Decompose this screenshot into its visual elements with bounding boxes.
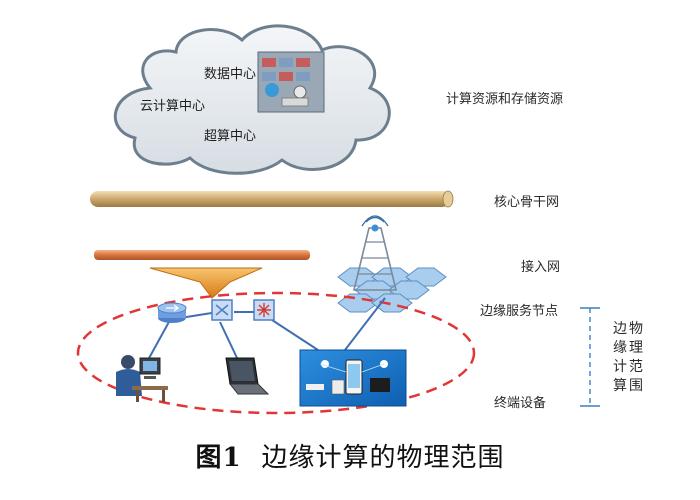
scope-char: 缘 [613, 340, 627, 356]
switch-icon [211, 299, 233, 321]
access-network-bar [94, 250, 310, 260]
terminal-device-label: 终端设备 [494, 396, 547, 411]
data-center-building-icon [257, 51, 325, 113]
scope-char: 范 [629, 359, 643, 375]
edge-physical-scope-label: 边 缘 计 算 [612, 320, 628, 396]
edge-scope-ellipse [76, 291, 476, 415]
access-tower-icon [337, 215, 447, 313]
access-network-label: 接入网 [521, 260, 561, 275]
user-computer-icon [116, 355, 168, 402]
laptop-icon [225, 357, 270, 395]
funnel-arrow [149, 267, 263, 299]
edge-service-node-label: 边缘服务节点 [480, 304, 559, 319]
scope-char: 算 [613, 378, 627, 394]
terminal-devices-panel [299, 349, 407, 407]
scope-bracket [580, 307, 600, 407]
supercomputing-center-label: 超算中心 [204, 129, 257, 144]
compute-storage-label: 计算资源和存储资源 [446, 92, 564, 107]
connection-lines [147, 297, 386, 361]
scope-char: 围 [629, 378, 643, 394]
scope-char: 边 [613, 321, 627, 337]
figure-title: 边缘计算的物理范围 [261, 443, 505, 473]
cloud-computing-center-label: 云计算中心 [140, 99, 206, 114]
scope-char: 理 [629, 340, 643, 356]
router-icon [157, 302, 187, 323]
core-backbone-pipe [90, 190, 454, 208]
data-center-label: 数据中心 [204, 67, 257, 82]
edge-server-icon [253, 299, 275, 321]
scope-char: 计 [613, 359, 627, 375]
scope-char: 物 [629, 321, 643, 337]
figure-caption: 图1 边缘计算的物理范围 [0, 437, 700, 474]
figure-number: 图1 [195, 443, 242, 473]
edge-physical-scope-label-2: 物 理 范 围 [628, 320, 644, 396]
core-backbone-label: 核心骨干网 [494, 195, 560, 210]
